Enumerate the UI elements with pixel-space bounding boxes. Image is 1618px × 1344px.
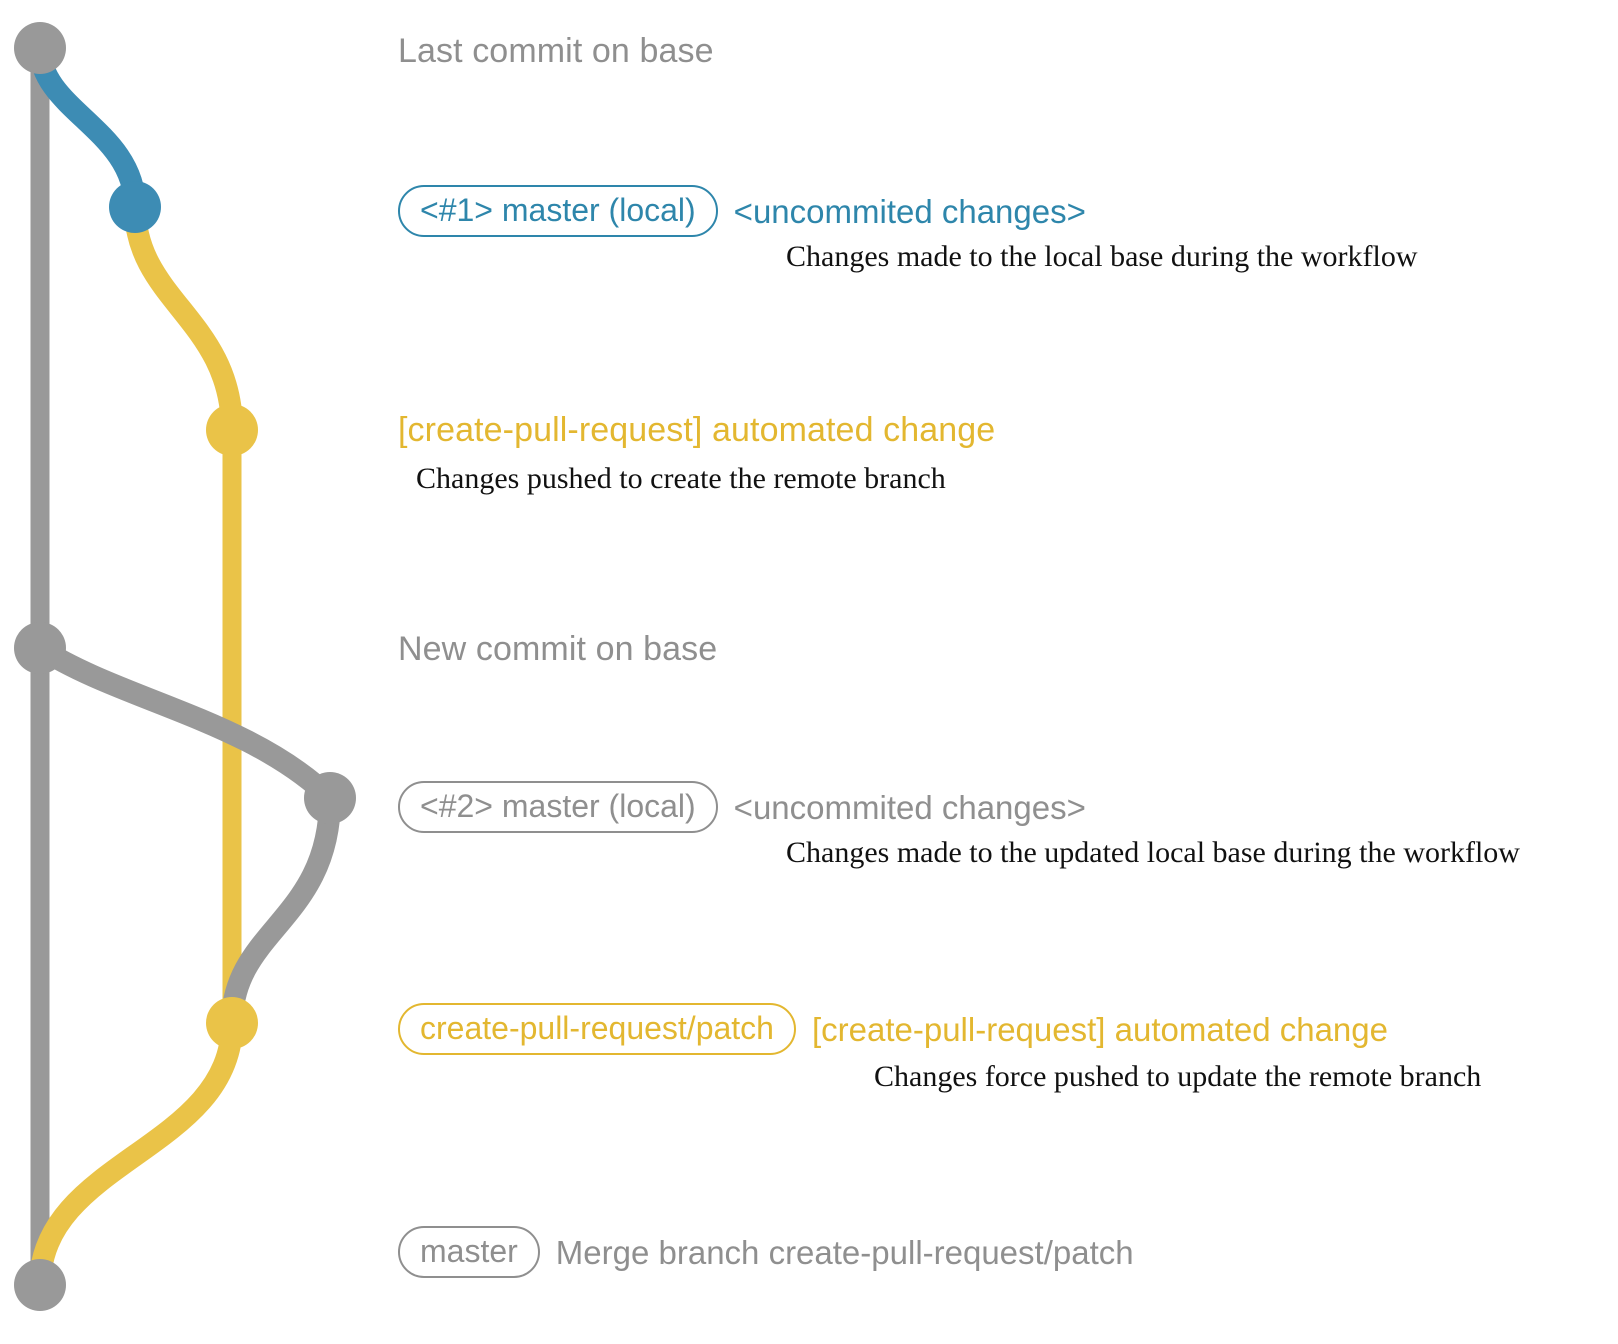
commit-message-last-commit-on-base: Last commit on base (398, 32, 714, 70)
row-last-commit-on-base: Last commit on base (398, 32, 714, 71)
commit-node-new-commit-on-base[interactable] (14, 622, 66, 674)
edge-base-to-local2 (29, 637, 341, 809)
commit-message-automated-change-1: [create-pull-request] automated change (398, 411, 996, 449)
commit-node-patch-branch[interactable] (206, 997, 258, 1049)
row-automated-change-1: [create-pull-request] automated change (398, 411, 995, 450)
commit-node-local-1[interactable] (109, 181, 161, 233)
commit-message-new-commit-on-base: New commit on base (398, 630, 718, 668)
row-patch-branch: create-pull-request/patch [create-pull-r… (398, 1003, 1388, 1055)
row-local-2: <#2> master (local) <uncommited changes> (398, 781, 1086, 833)
description-local-2: Changes made to the updated local base d… (786, 836, 1520, 869)
edge-patch-to-master (29, 1012, 243, 1296)
commit-message-patch: [create-pull-request] automated change (811, 1010, 1388, 1048)
branch-chip-patch[interactable]: create-pull-request/patch (398, 1003, 796, 1055)
row-local-1: <#1> master (local) <uncommited changes> (398, 185, 1086, 237)
description-automated-change-1: Changes pushed to create the remote bran… (416, 462, 946, 495)
commit-message-master-merge: Merge branch create-pull-request/patch (555, 1233, 1134, 1271)
edge-local1-to-automated1 (124, 196, 243, 441)
row-master-merge: master Merge branch create-pull-request/… (398, 1226, 1134, 1278)
commit-message-local-1: <uncommited changes> (733, 192, 1086, 230)
branch-chip-master[interactable]: master (398, 1226, 540, 1278)
row-new-commit-on-base: New commit on base (398, 630, 717, 669)
branch-chip-local-2[interactable]: <#2> master (local) (398, 781, 718, 833)
commit-node-last-commit-on-base[interactable] (14, 22, 66, 74)
git-graph (14, 22, 356, 1311)
description-patch: Changes force pushed to update the remot… (874, 1060, 1482, 1093)
commit-message-local-2: <uncommited changes> (733, 788, 1086, 826)
commit-node-automated-change-1[interactable] (206, 404, 258, 456)
branch-chip-local-1[interactable]: <#1> master (local) (398, 185, 718, 237)
commit-node-master-merge[interactable] (14, 1259, 66, 1311)
edge-local2-to-patch (221, 787, 341, 1034)
commit-node-local-2[interactable] (304, 772, 356, 824)
description-local-1: Changes made to the local base during th… (786, 240, 1418, 273)
